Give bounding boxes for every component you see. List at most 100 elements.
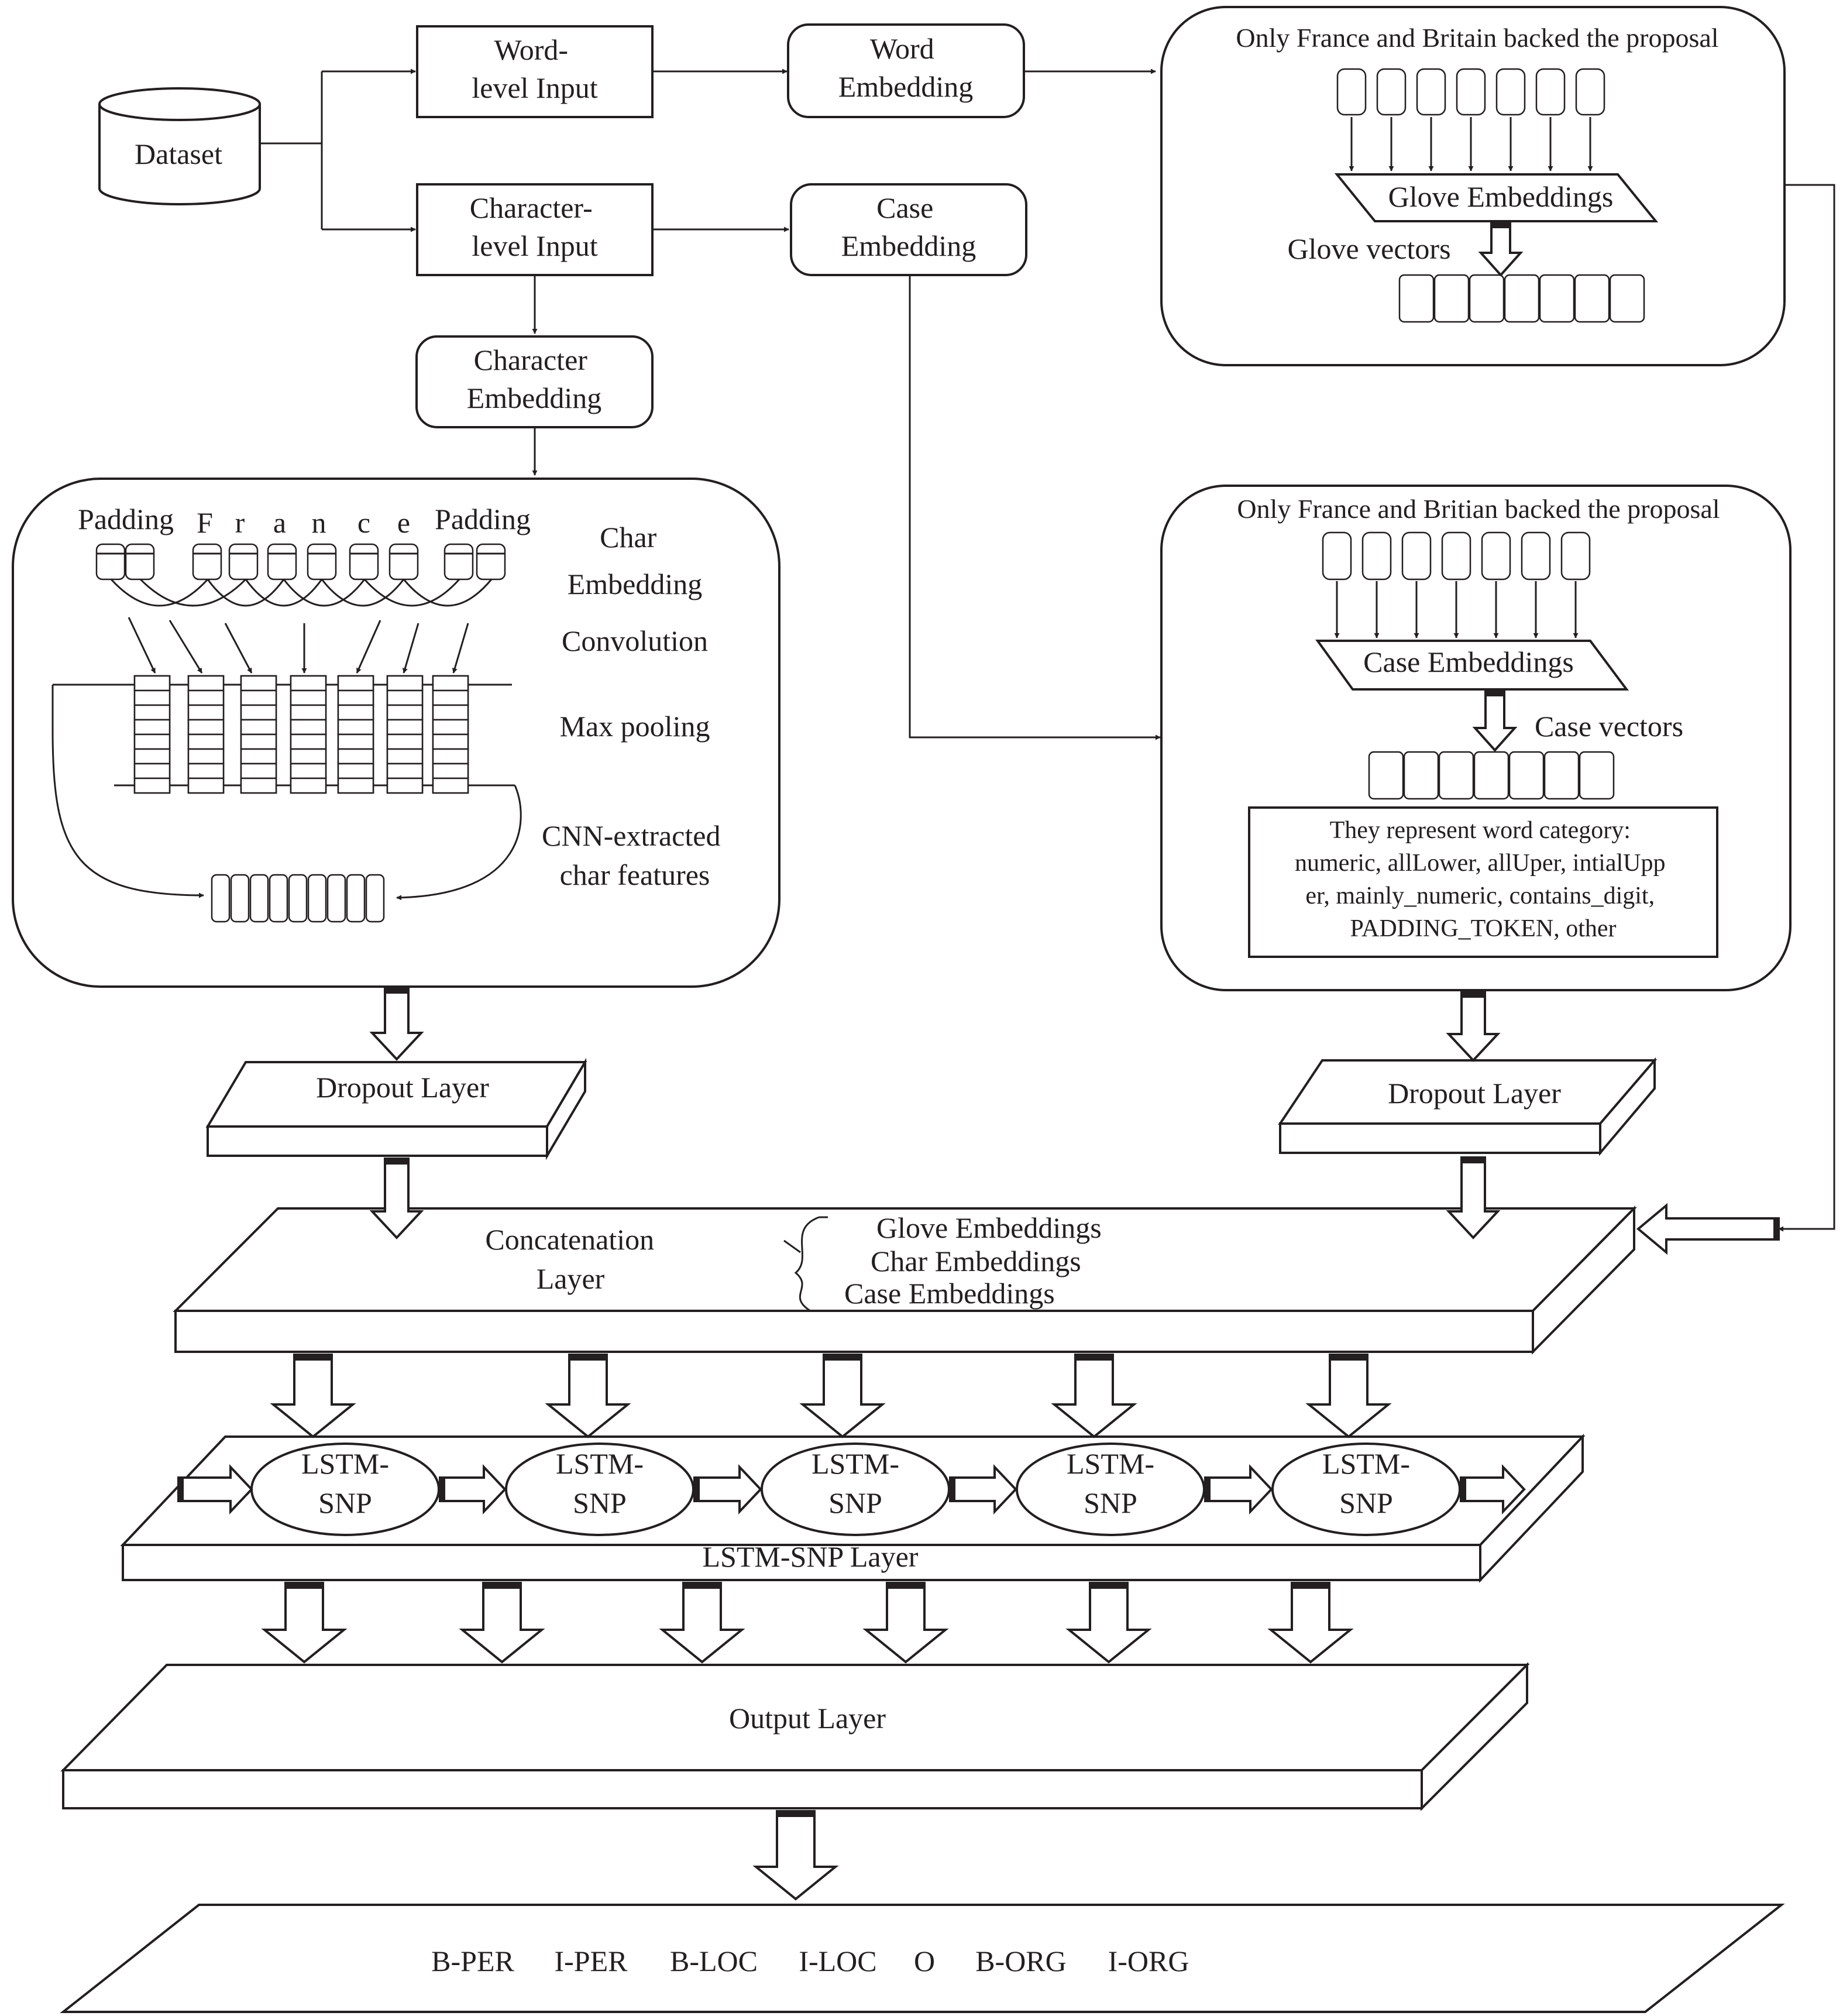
concat-item-3: Case Embeddings xyxy=(844,1277,1055,1310)
letter-3: a xyxy=(273,506,286,539)
lstm-chain-arrow xyxy=(949,1464,1017,1515)
char-cell-box xyxy=(443,543,474,581)
tag-i-org: I-ORG xyxy=(1108,1945,1189,1977)
case-token xyxy=(1322,531,1352,581)
svg-text:They represent word category:: They represent word category: numeric, a… xyxy=(1295,817,1672,942)
feature-maps xyxy=(133,675,469,794)
block-arrow-body xyxy=(261,1582,348,1664)
lstm-cell-5: LSTM-SNP xyxy=(1271,1443,1461,1536)
char-input-line2: level Input xyxy=(472,229,597,262)
feature-map-cell xyxy=(240,704,277,721)
conv-arrow xyxy=(169,620,203,674)
block-arrow-cap xyxy=(694,1478,700,1501)
case-vector-cell xyxy=(1368,751,1404,800)
conv-arc xyxy=(403,579,493,607)
block-arrow-body xyxy=(862,1582,949,1664)
feature-map-cell xyxy=(240,748,277,765)
char-cell xyxy=(192,543,222,581)
cnn-feature-vector xyxy=(211,874,385,923)
cnn-vector-cell xyxy=(269,874,288,923)
feature-map-cell xyxy=(337,704,374,721)
feature-map-cell xyxy=(133,719,171,736)
block-arrow-cap xyxy=(1491,222,1510,228)
case-sentence: Only France and Britian backed the propo… xyxy=(1237,494,1720,524)
case-token-row xyxy=(1322,531,1591,752)
lstm-layer-label: LSTM-SNP Layer xyxy=(703,1540,919,1573)
concat-item-2: Char Embeddings xyxy=(871,1245,1081,1277)
feature-map-cell xyxy=(386,704,424,721)
block-arrow-cap xyxy=(1773,1218,1779,1239)
dataset-connectors xyxy=(260,68,416,232)
lstm-chain-arrow xyxy=(693,1464,762,1515)
glove-token xyxy=(1535,68,1566,116)
cnn-features-label-1: CNN-extracted xyxy=(542,819,720,852)
tag-b-per: B-PER xyxy=(431,1945,514,1977)
feature-map-cell xyxy=(337,675,374,692)
glove-vector-cell xyxy=(1574,274,1610,323)
char-cell-box xyxy=(95,543,126,581)
block-arrow-cap xyxy=(1330,1355,1367,1361)
dropout-right-label: Dropout Layer xyxy=(1388,1077,1561,1110)
case-embeddings-block xyxy=(1315,640,1629,691)
block-arrow-body xyxy=(1065,1582,1152,1664)
lstm-snp-layer: LSTM-SNP Layer LSTM-SNPLSTM-SNPLSTM-SNPL… xyxy=(120,1433,1586,1584)
feature-map xyxy=(187,675,225,794)
feature-map-cell xyxy=(133,704,171,721)
glove-vector-cell xyxy=(1504,274,1540,323)
case-embedding-line1: Case xyxy=(876,191,933,224)
block-arrow-down xyxy=(752,1810,839,1901)
char-cell-box xyxy=(125,543,155,581)
feature-map-cell xyxy=(432,719,469,736)
block-arrow-body xyxy=(1636,1203,1780,1255)
block-arrow-cap xyxy=(1292,1583,1329,1589)
convolution-arrows xyxy=(128,617,469,674)
feature-map xyxy=(133,675,171,794)
concat-label-2: Layer xyxy=(537,1262,605,1295)
category-note-2: numeric, allLower, allUper, intialUpp xyxy=(1295,850,1665,877)
glove-panel: Only France and Britain backed the propo… xyxy=(1160,6,1786,366)
lstm-cell-4: LSTM-SNP xyxy=(1016,1443,1205,1536)
block-arrow-cap xyxy=(887,1583,924,1589)
case-embeddings-label: Case Embeddings xyxy=(1363,645,1574,678)
category-note-box xyxy=(1248,806,1718,958)
feature-map-cell xyxy=(133,733,171,750)
feature-map-cell xyxy=(386,689,424,706)
feature-map-cell xyxy=(386,719,424,736)
conv-arrow xyxy=(452,623,469,674)
svg-text:Glove Embeddings Char E: Glove Embeddings Char Embeddings Case Em… xyxy=(844,1211,1109,1310)
feature-map-cell xyxy=(290,777,327,794)
block-arrow-body xyxy=(752,1810,839,1901)
block-arrow-body xyxy=(659,1582,745,1664)
letter-1: F xyxy=(197,506,213,539)
svg-text:Word Embedding: Word Embedding xyxy=(838,32,974,103)
block-arrow-down xyxy=(545,1354,631,1438)
char-cell xyxy=(349,543,379,581)
dropout-layer-right: Dropout Layer xyxy=(1278,1057,1658,1156)
glove-sentence: Only France and Britain backed the propo… xyxy=(1236,23,1718,53)
category-note-1: They represent word category: xyxy=(1330,817,1631,844)
concatenation-layer: Concatenation Layer Glove Embeddings Cha… xyxy=(173,1206,1637,1355)
block-arrow-cap xyxy=(385,1159,408,1165)
glove-vectors-label: Glove vectors xyxy=(1287,232,1450,265)
cnn-vector-cell xyxy=(346,874,366,923)
feature-map-cell xyxy=(432,777,469,794)
char-cell xyxy=(267,543,297,581)
conv-arc xyxy=(245,579,323,607)
block-arrow-body xyxy=(177,1464,253,1515)
block-arrow-down xyxy=(862,1582,949,1664)
character-embedding-line2: Embedding xyxy=(467,382,602,414)
category-note-3: er, mainly_numeric, contains_digit, xyxy=(1305,882,1655,909)
glove-to-concat-line xyxy=(1778,184,1835,1232)
concat-label-1: Concatenation xyxy=(485,1223,654,1256)
feature-map-cell xyxy=(133,748,171,765)
block-arrow-down xyxy=(1478,221,1524,277)
case-token xyxy=(1441,531,1471,581)
char-cell xyxy=(476,543,506,581)
word-embedding-box: Word Embedding xyxy=(787,23,1025,118)
cnn-vector-cell xyxy=(326,874,346,923)
lstm-cell-1: LSTM-SNP xyxy=(250,1443,440,1536)
char-cell-box xyxy=(476,543,506,581)
char-cell xyxy=(307,543,337,581)
